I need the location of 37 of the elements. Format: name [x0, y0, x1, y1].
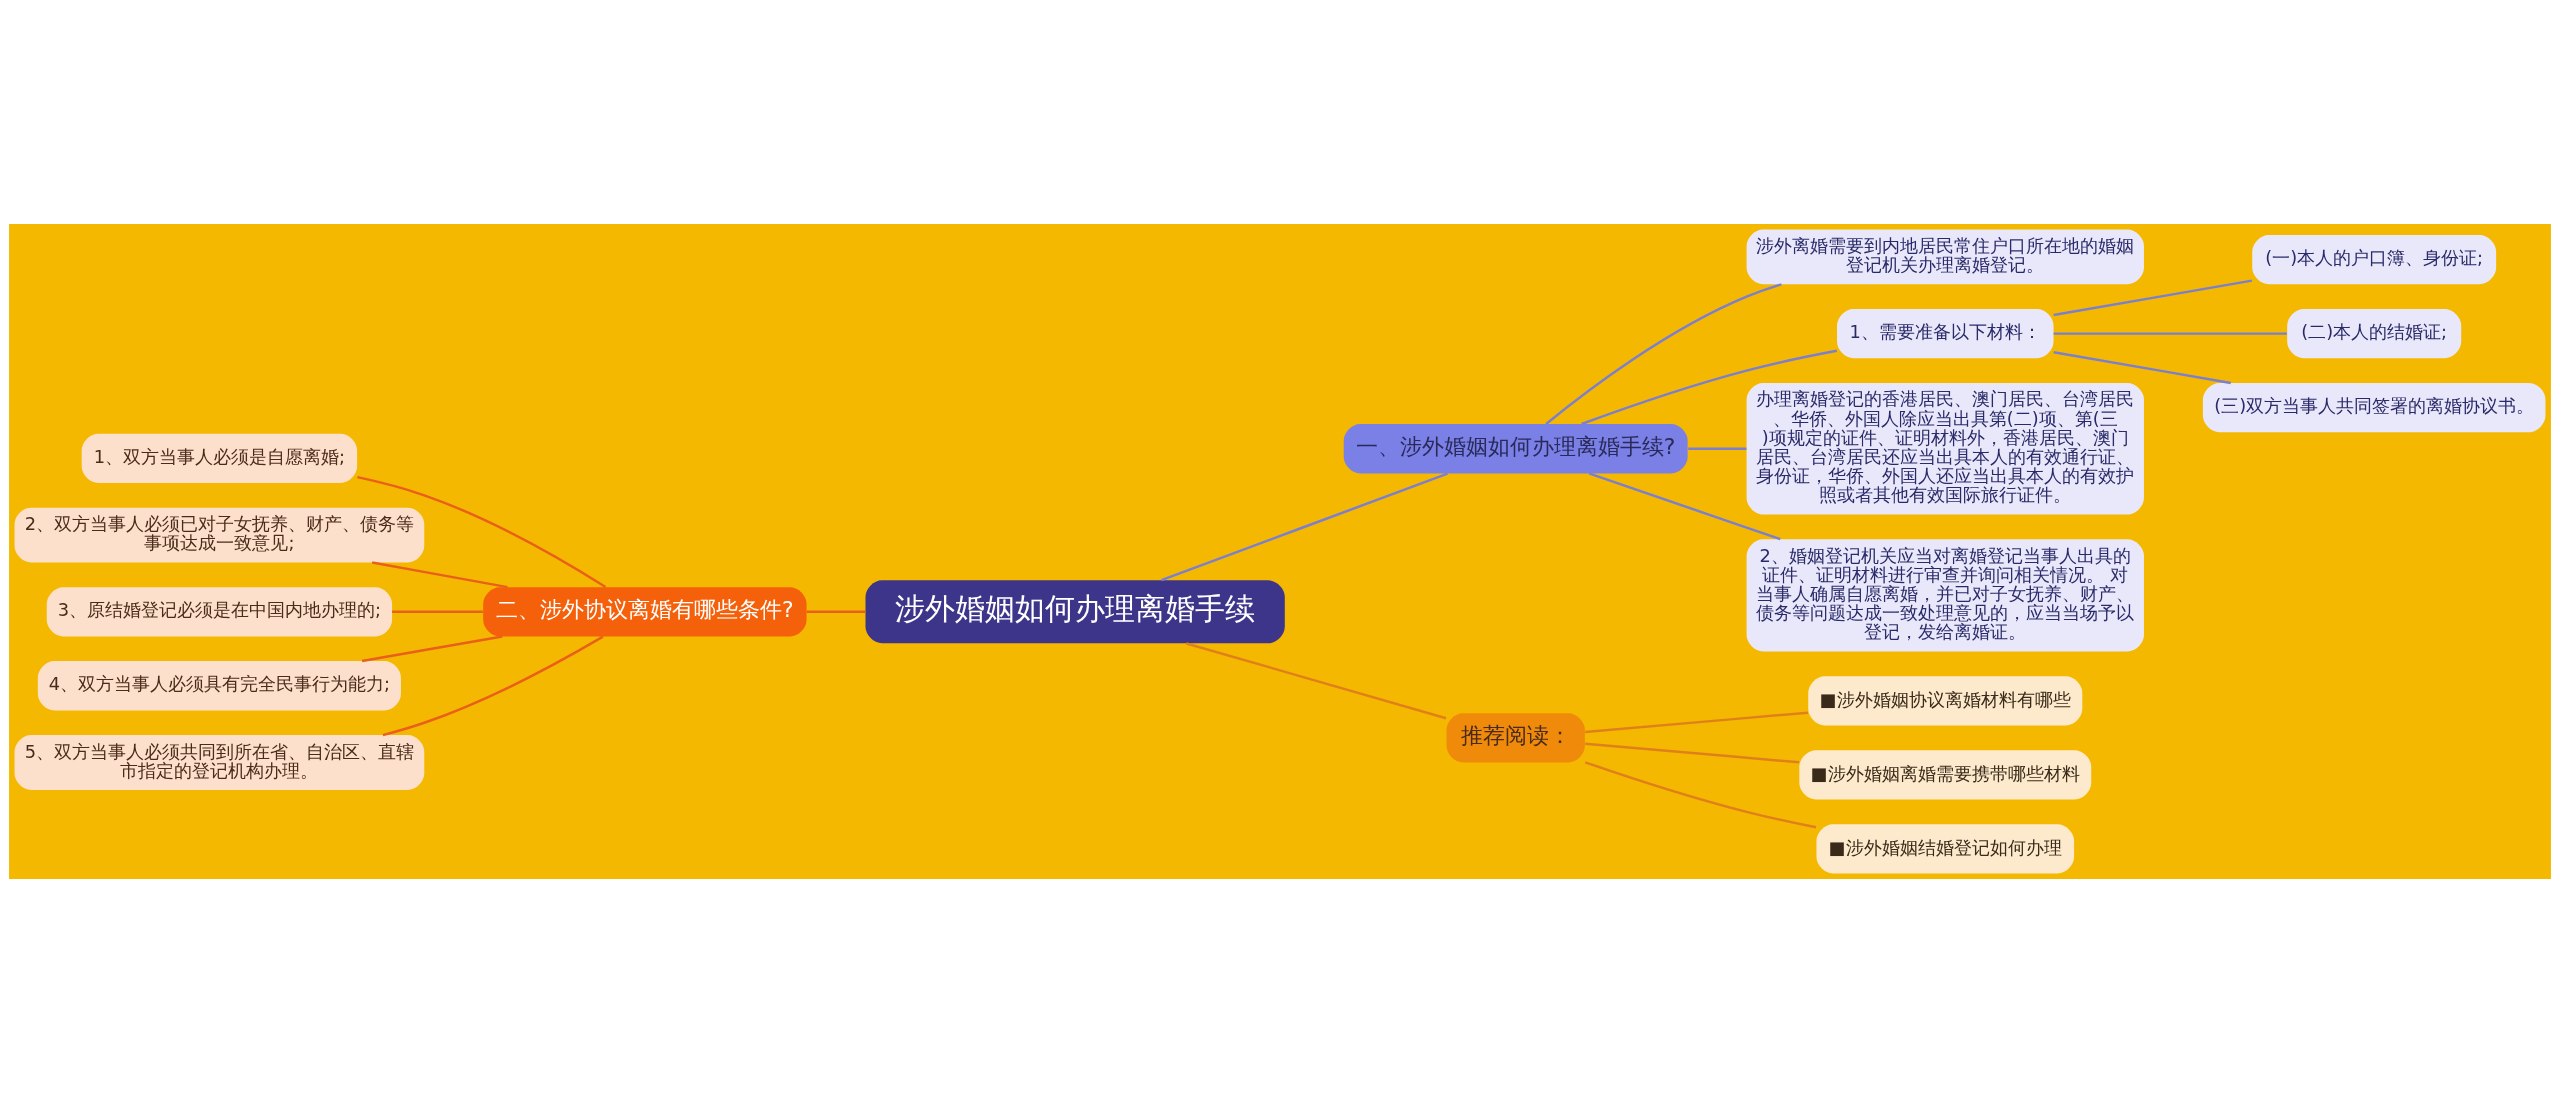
connector — [1585, 710, 1809, 733]
connector — [371, 560, 508, 588]
node-box: 推荐阅读： — [1446, 712, 1585, 763]
node-box: 5、双方当事人必须共同到所在省、自治区、直辖市指定的登记机构办理。 — [14, 734, 425, 790]
node-box: 二、涉外协议离婚有哪些条件? — [483, 586, 807, 636]
node-box: 2、双方当事人必须已对子女抚养、财产、债务等事项达成一致意见; — [14, 507, 425, 562]
connector — [2053, 350, 2231, 384]
node-box: 3、原结婚登记必须是在中国内地办理的; — [46, 586, 393, 636]
connector — [1545, 282, 1782, 425]
node-box: 涉外离婚需要到内地居民常住户口所在地的婚姻登记机关办理离婚登记。 — [1746, 229, 2144, 284]
connector — [357, 475, 607, 588]
node-box: (三)双方当事人共同签署的离婚协议书。 — [2202, 382, 2546, 432]
node-box: 办理离婚登记的香港居民、澳门居民、台湾居民、华侨、外国人除应当出具第(二)项、第(三)项规定的证件、证明材料外，香港居民、澳门居民、台湾居民还应当出具本人的有效通行证、身份证，华侨、外国人还应当出具本人的有效护照或者其他有效国际旅行证件。 — [1746, 382, 2144, 514]
node-box: ■涉外婚姻离婚需要携带哪些材料 — [1799, 749, 2092, 799]
node-box: 1、需要准备以下材料： — [1837, 308, 2054, 358]
node-box: 1、双方当事人必须是自愿离婚; — [81, 433, 358, 483]
connector — [2053, 278, 2253, 316]
connector — [361, 634, 503, 662]
connector — [382, 635, 604, 736]
connector — [1584, 760, 1817, 829]
node-box: (二)本人的结婚证; — [2287, 308, 2462, 358]
connector — [1688, 447, 1747, 450]
connector — [2053, 331, 2287, 335]
connector — [1585, 742, 1800, 764]
connector — [392, 610, 483, 613]
node-box: 2、婚姻登记机关应当对离婚登记当事人出具的证件、证明材料进行审查并询问相关情况。 对当事人确属自愿离婚，并已对子女抚养、财产、债务等问题达成一致处理意见的，应当当场予以登记，发给离婚证。 — [1746, 538, 2144, 652]
node-box: 4、双方当事人必须具有完全民事行为能力; — [37, 660, 401, 710]
node-box: (一)本人的户口簿、身份证; — [2252, 234, 2497, 284]
connector — [806, 610, 866, 613]
connector — [1588, 471, 1781, 540]
connector — [1161, 471, 1448, 581]
node-box: ■涉外婚姻结婚登记如何办理 — [1816, 823, 2075, 873]
node-box: 涉外婚姻如何办理离婚手续 — [865, 579, 1285, 643]
connector — [1186, 641, 1447, 719]
node-box: ■涉外婚姻协议离婚材料有哪些 — [1808, 675, 2083, 726]
node-box: 一、涉外婚姻如何办理离婚手续? — [1343, 423, 1688, 473]
connector — [1581, 349, 1838, 425]
